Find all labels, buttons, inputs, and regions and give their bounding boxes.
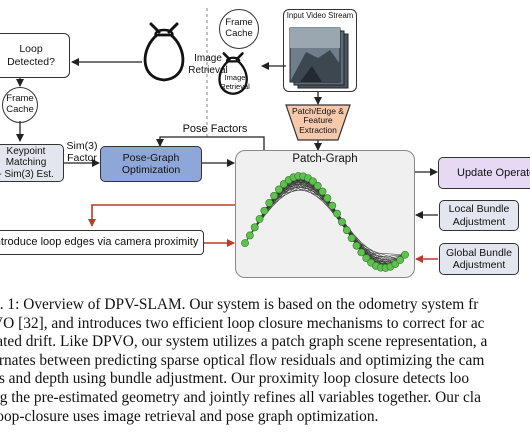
graph-node	[255, 215, 264, 223]
caption-line: g. 1: Overview of DPV-SLAM. Our system i…	[0, 296, 479, 313]
graph-node	[245, 231, 254, 240]
graph-node	[357, 248, 366, 257]
graph-node	[333, 209, 342, 218]
graph-node	[265, 199, 274, 207]
graph-node	[338, 218, 346, 226]
image-retrieval-left-label: Image Retrieval	[188, 53, 228, 76]
loop-edges-box: Introduce loop edges via camera proximit…	[0, 230, 204, 255]
update-operator-box: Update Operator	[438, 157, 530, 189]
caption-line: VO [32], and introduces two efficient lo…	[0, 314, 485, 332]
video-frames-icon	[289, 27, 349, 89]
caption-line: ng the pre-estimated geometry and jointl…	[0, 388, 481, 406]
pose-graph-optimization-box: Pose-Graph Optimization	[100, 146, 202, 182]
caption-line: ernates between predicting sparse optica…	[0, 351, 485, 369]
diagram-connectors	[16, 8, 438, 263]
graph-node	[323, 194, 332, 203]
patch-extraction-label: Patch/Edge & Feature Extraction	[292, 106, 344, 135]
local-bundle-adjustment-box: Local Bundle Adjustment	[439, 200, 519, 231]
graph-node	[328, 201, 337, 210]
loop-detected-box: Loop Detected?	[0, 33, 70, 78]
pose-factors-label: Pose Factors	[182, 123, 248, 135]
graph-node	[401, 250, 409, 259]
image-retrieval-small-label: Image Retrieval	[220, 73, 250, 91]
graph-node	[352, 241, 361, 250]
graph-node	[396, 256, 405, 264]
patch-graph-curve	[241, 172, 409, 272]
graph-node	[342, 226, 351, 235]
input-video-stream-label: Input Video Stream	[286, 11, 354, 20]
graph-node	[362, 254, 371, 263]
graph-node	[308, 177, 317, 186]
caption-line: es and depth using bundle adjustment. Ou…	[0, 370, 470, 388]
graph-node	[270, 191, 278, 200]
figure-caption: g. 1: Overview of DPV-SLAM. Our system i…	[0, 296, 530, 426]
sim3-factor-label: Sim(3) Factor	[66, 140, 98, 165]
graph-edge	[371, 254, 406, 263]
global-bundle-adjustment-box: Global Bundle Adjustment	[439, 243, 519, 275]
graph-node	[275, 185, 283, 194]
graph-node	[347, 234, 356, 243]
graph-edge	[366, 257, 401, 261]
graph-edge	[283, 183, 328, 199]
caption-line: lated drift. Like DPVO, our system utili…	[0, 333, 488, 351]
graph-node	[313, 181, 322, 190]
frame-cache-top: Frame Cache	[219, 9, 259, 49]
graph-edge	[361, 252, 406, 255]
image-retrieval-small-bag-icon	[218, 52, 248, 95]
graph-node	[241, 239, 249, 248]
frame-cache-left: Frame Cache	[2, 87, 38, 123]
image-retrieval-bag-icon	[143, 22, 185, 82]
caption-line: loop-closure uses image retrieval and po…	[0, 407, 379, 425]
graph-edge	[361, 252, 401, 261]
patch-graph-title: Patch-Graph	[292, 153, 358, 165]
graph-node	[250, 223, 259, 232]
keypoint-matching-box: Keypoint Matching - Sim(3) Est.	[0, 144, 64, 182]
input-video-stream-frame	[283, 9, 357, 92]
extraction-trapezoid	[285, 104, 351, 141]
graph-edge	[366, 254, 406, 259]
graph-node	[260, 206, 269, 215]
graph-node	[318, 187, 327, 196]
